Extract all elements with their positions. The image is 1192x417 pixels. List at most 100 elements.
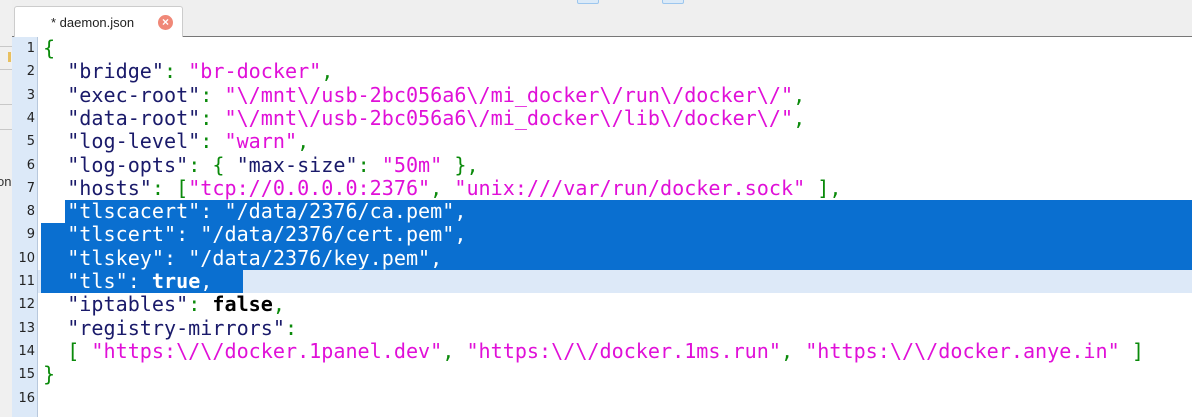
toolbar-button[interactable] (662, 0, 684, 4)
code-line[interactable]: 6 "log-opts": { "max-size": "50m" }, (12, 152, 1192, 177)
code-text: "tlskey": "/data/2376/key.pem", (43, 245, 442, 270)
tab-title: * daemon.json (51, 15, 135, 30)
code-line[interactable]: 10 "tlskey": "/data/2376/key.pem", (12, 245, 1192, 270)
code-text: "bridge": "br-docker", (43, 60, 333, 83)
code-editor[interactable]: 1{2 "bridge": "br-docker",3 "exec-root":… (12, 36, 1192, 417)
indent (43, 339, 67, 363)
line-number: 11 (18, 274, 35, 289)
json-string: "\/mnt\/usb-2bc056a6\/mi_docker\/run\/do… (224, 82, 794, 107)
code-line[interactable]: 11 "tls": true, (12, 269, 1192, 294)
indent (43, 83, 67, 107)
divider (0, 104, 12, 105)
indent (43, 59, 67, 83)
punctuation: : (200, 105, 225, 130)
code-line[interactable]: 16 (12, 387, 1192, 410)
code-line[interactable]: 4 "data-root": "\/mnt\/usb-2bc056a6\/mi_… (12, 105, 1192, 130)
json-string: "https:\/\/docker.anye.in" (805, 338, 1120, 363)
json-string: "unix:///var/run/docker.sock" (454, 175, 806, 200)
indent (43, 269, 67, 293)
line-number: 9 (26, 227, 35, 243)
code-line[interactable]: 14 [ "https:\/\/docker.1panel.dev", "htt… (12, 338, 1192, 363)
code-text: { (43, 36, 55, 60)
line-number: 14 (18, 343, 35, 359)
code-line[interactable]: 12 "iptables": false, (12, 293, 1192, 316)
code-text: "log-level": "warn", (43, 130, 309, 153)
punctuation: : (200, 82, 225, 107)
code-line[interactable]: 13 "registry-mirrors": (12, 315, 1192, 340)
json-string: "50m" (381, 152, 443, 177)
indent (43, 176, 67, 200)
code-line[interactable]: 9 "tlscert": "/data/2376/cert.pem", (12, 222, 1192, 247)
folder-icon (8, 52, 11, 62)
json-string: "/data/2376/key.pem" (188, 245, 431, 270)
punctuation: : (188, 292, 213, 317)
line-number: 2 (26, 64, 35, 80)
code-line[interactable]: 7 "hosts": ["tcp://0.0.0.0:2376", "unix:… (12, 175, 1192, 200)
punctuation: : (284, 315, 298, 340)
punctuation: : (200, 129, 225, 154)
side-panel-text: on (0, 174, 12, 189)
indent (43, 316, 67, 340)
json-string: "warn" (224, 129, 298, 154)
selection-highlight (65, 200, 1192, 224)
code-text: [ "https:\/\/docker.1panel.dev", "https:… (43, 338, 1144, 363)
punctuation: , (454, 199, 467, 224)
json-key: "bridge" (67, 59, 164, 84)
punctuation: , (200, 269, 213, 293)
code-text: "iptables": false, (43, 293, 285, 316)
code-text: } (43, 363, 55, 386)
json-key: "tlscacert" (67, 199, 201, 224)
indent (43, 199, 67, 223)
line-number: 8 (26, 204, 35, 220)
json-key: "exec-root" (67, 82, 201, 107)
indent (43, 292, 67, 316)
toolbar-button[interactable] (577, 0, 599, 4)
code-text: "data-root": "\/mnt\/usb-2bc056a6\/mi_do… (43, 105, 805, 130)
close-icon[interactable]: × (158, 15, 173, 30)
code-line[interactable]: 3 "exec-root": "\/mnt\/usb-2bc056a6\/mi_… (12, 82, 1192, 107)
json-key: "tlskey" (67, 245, 164, 270)
json-string: "/data/2376/cert.pem" (200, 222, 455, 247)
json-key: "hosts" (67, 175, 152, 200)
code-line[interactable]: 8 "tlscacert": "/data/2376/ca.pem", (12, 199, 1192, 224)
code-text: "exec-root": "\/mnt\/usb-2bc056a6\/mi_do… (43, 82, 806, 107)
punctuation: , (272, 292, 285, 317)
code-line[interactable]: 1{ (12, 36, 1192, 60)
line-number: 1 (26, 41, 35, 56)
divider (0, 69, 12, 70)
punctuation: } (43, 362, 56, 387)
punctuation: , (430, 175, 455, 200)
selection-highlight (41, 270, 243, 294)
line-number: 12 (18, 297, 35, 313)
tab-bar (12, 0, 1192, 37)
line-number: 4 (26, 110, 35, 126)
punctuation: [ (67, 338, 92, 363)
selection-highlight (41, 246, 1192, 270)
json-key: "log-opts" (67, 152, 189, 177)
line-number: 13 (18, 320, 35, 336)
indent (43, 246, 67, 270)
divider (0, 129, 12, 130)
indent (43, 222, 67, 246)
code-text: "log-opts": { "max-size": "50m" }, (43, 152, 479, 177)
json-key: "log-level" (67, 129, 201, 154)
json-string: "br-docker" (188, 59, 322, 84)
code-text: "tls": true, (43, 269, 213, 293)
line-number: 10 (18, 250, 35, 266)
code-line[interactable]: 15} (12, 363, 1192, 386)
punctuation: , (793, 82, 806, 107)
line-number: 5 (26, 134, 35, 150)
line-number: 16 (18, 390, 35, 406)
punctuation: : (163, 59, 189, 84)
punctuation: , (442, 338, 467, 363)
punctuation: }, (442, 152, 479, 177)
code-line[interactable]: 5 "log-level": "warn", (12, 130, 1192, 153)
code-line[interactable]: 2 "bridge": "br-docker", (12, 60, 1192, 83)
tab-daemon-json[interactable]: * daemon.json × (14, 6, 183, 37)
punctuation: , (780, 338, 806, 363)
punctuation: : (357, 152, 382, 177)
json-key: "iptables" (67, 292, 189, 317)
punctuation: ], (805, 175, 842, 200)
line-number: 7 (26, 180, 35, 196)
json-key: "tlscert" (67, 222, 177, 247)
